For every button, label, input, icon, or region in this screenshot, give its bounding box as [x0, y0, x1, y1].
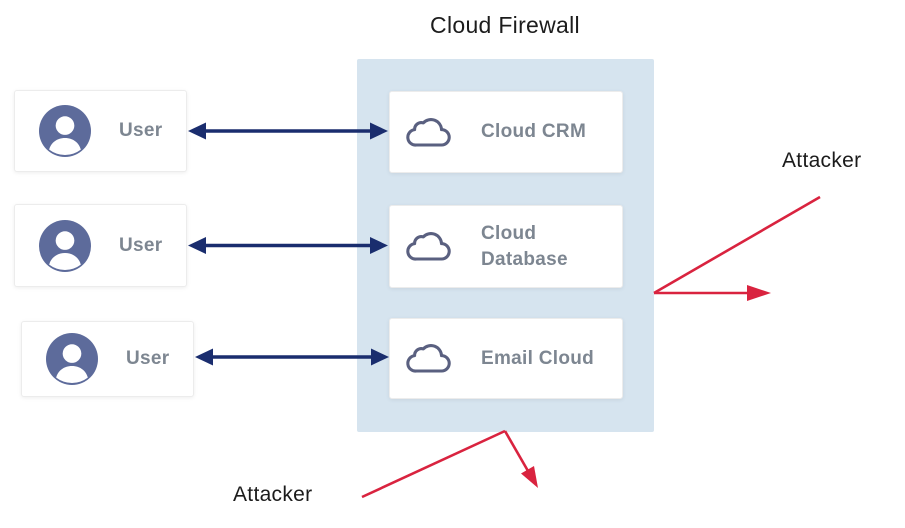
service-card-label: Cloud CRM: [481, 121, 587, 143]
user-card-label: User: [126, 348, 170, 369]
cloud-icon: [405, 228, 455, 265]
diagram-title: Cloud Firewall: [430, 12, 580, 38]
user-card: User: [14, 90, 187, 172]
user-card: User: [14, 204, 187, 287]
service-card-cloud-database: Cloud Database: [389, 205, 623, 288]
service-card-cloud-crm: Cloud CRM: [389, 91, 623, 173]
user-avatar-icon: [39, 220, 91, 272]
service-card-label: Cloud Database: [481, 222, 568, 270]
attacker-label-bottom: Attacker: [233, 483, 313, 506]
user-card-label: User: [119, 234, 163, 256]
service-card-email-cloud: Email Cloud: [389, 318, 623, 399]
cloud-icon: [405, 114, 455, 151]
attack-arrow-bottom: [361, 429, 538, 499]
user-card: User: [21, 321, 194, 397]
attack-arrow-top: [653, 195, 821, 301]
user-avatar-icon: [46, 333, 98, 385]
user-card-label: User: [119, 120, 163, 141]
service-card-label: Email Cloud: [481, 347, 595, 369]
attacker-label-top: Attacker: [782, 149, 862, 172]
user-avatar-icon: [39, 105, 91, 157]
cloud-icon: [405, 340, 455, 377]
